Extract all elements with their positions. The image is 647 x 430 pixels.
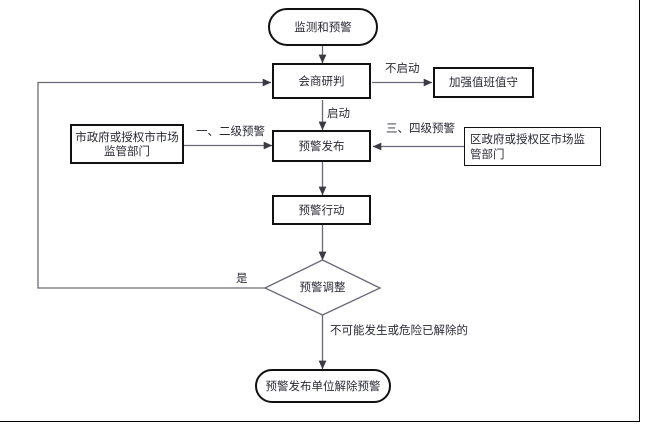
- node-start-label: 监测和预警: [294, 19, 352, 34]
- edge-label-level-three-four: 三、四级预警: [386, 121, 455, 135]
- node-end[interactable]: 预警发布单位解除预警: [255, 369, 391, 403]
- adjust-decision-shape: [263, 259, 382, 316]
- node-start[interactable]: 监测和预警: [268, 8, 378, 46]
- node-consult[interactable]: 会商研判: [272, 63, 371, 99]
- node-district-department-label: 区政府或授权区市场监管部门: [470, 132, 585, 161]
- edge-label-start: 启动: [327, 106, 350, 120]
- node-duty[interactable]: 加强值班值守: [433, 67, 534, 98]
- node-adjust-label-wrap[interactable]: 预警调整: [286, 279, 359, 297]
- node-district-department[interactable]: 区政府或授权区市场监管部门: [464, 127, 601, 166]
- node-release-label: 预警发布: [298, 138, 345, 153]
- node-duty-label: 加强值班值守: [449, 75, 518, 90]
- node-end-label: 预警发布单位解除预警: [265, 378, 381, 393]
- edge-label-not-start: 不启动: [385, 61, 420, 75]
- edge-label-resolved: 不可能发生或危险已解除的: [330, 323, 468, 337]
- node-city-department-label: 市政府或授权市市场监管部门: [75, 129, 179, 158]
- node-action-label: 预警行动: [298, 202, 345, 217]
- node-consult-label: 会商研判: [298, 73, 345, 88]
- node-adjust-label: 预警调整: [299, 280, 346, 295]
- edge-label-yes: 是: [236, 271, 248, 285]
- node-city-department[interactable]: 市政府或授权市市场监管部门: [70, 124, 184, 164]
- node-release[interactable]: 预警发布: [272, 130, 371, 162]
- node-action[interactable]: 预警行动: [272, 195, 371, 225]
- edge-adjust-yes-loop: [37, 78, 283, 289]
- edge-label-level-one-two: 一、二级预警: [196, 124, 265, 138]
